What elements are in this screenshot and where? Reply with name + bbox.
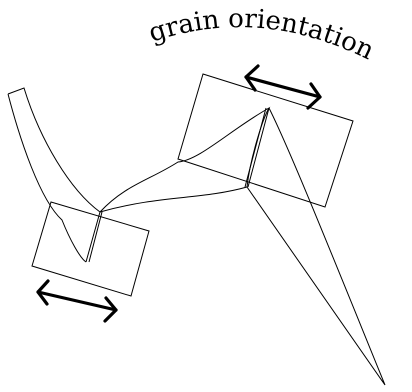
- left-grain-box: [31, 201, 150, 297]
- right-grain-box: [177, 73, 354, 208]
- left-strip-outline: [7, 87, 271, 263]
- top-double-arrow: [244, 64, 322, 110]
- right-crease: [244, 107, 270, 188]
- right-tail-outline: [246, 107, 386, 386]
- grain-orientation-label: grain orientation: [145, 4, 379, 66]
- bottom-double-arrow: [36, 279, 118, 323]
- left-crease: [85, 211, 103, 263]
